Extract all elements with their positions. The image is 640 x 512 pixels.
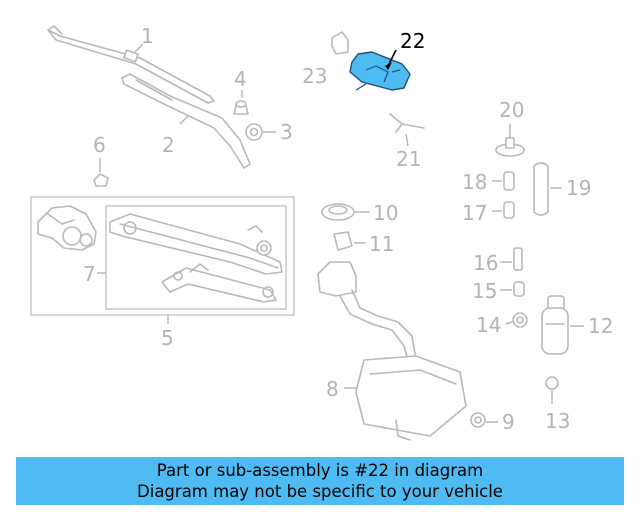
callout-15: 15 xyxy=(472,279,497,303)
part-6-fastener[interactable] xyxy=(93,173,109,187)
wiper-motor[interactable] xyxy=(37,205,97,251)
part-20-grommet[interactable] xyxy=(495,137,525,157)
banner-line-2: Diagram may not be specific to your vehi… xyxy=(137,482,503,501)
info-banner: Part or sub-assembly is #22 in diagram D… xyxy=(16,457,624,505)
callout-13: 13 xyxy=(545,409,570,433)
part-21-hose-connector[interactable] xyxy=(389,113,425,133)
linkage-nut[interactable] xyxy=(256,240,272,256)
callout-10: 10 xyxy=(373,201,398,225)
part-1-wiper-arm[interactable] xyxy=(47,25,215,104)
callout-12: 12 xyxy=(588,314,613,338)
callout-8: 8 xyxy=(326,377,339,401)
callout-22: 22 xyxy=(400,29,425,53)
callout-9: 9 xyxy=(502,410,515,434)
wiper-linkage[interactable] xyxy=(109,213,283,303)
part-17-connector[interactable] xyxy=(503,201,515,219)
callout-16: 16 xyxy=(473,251,498,275)
banner-line-1: Part or sub-assembly is #22 in diagram xyxy=(156,461,484,480)
part-2-wiper-arm[interactable] xyxy=(121,73,251,169)
part-16-nozzle[interactable] xyxy=(513,247,523,271)
callout-5: 5 xyxy=(161,326,174,350)
part-13-grommet[interactable] xyxy=(545,376,559,390)
part-23-clip[interactable] xyxy=(331,31,349,55)
part-12-washer-pump[interactable] xyxy=(541,295,569,355)
callout-14: 14 xyxy=(476,313,501,337)
part-18-connector[interactable] xyxy=(503,171,515,191)
part-9-nut[interactable] xyxy=(470,412,486,428)
callout-6: 6 xyxy=(93,133,106,157)
part-15-seal[interactable] xyxy=(513,281,525,297)
assembly-7-box xyxy=(105,205,287,310)
callout-18: 18 xyxy=(462,170,487,194)
callout-21: 21 xyxy=(396,147,421,171)
callout-4: 4 xyxy=(234,67,247,91)
part-14-grommet[interactable] xyxy=(512,312,528,328)
part-8-washer-reservoir[interactable] xyxy=(317,261,467,441)
part-4-cap[interactable] xyxy=(233,100,249,115)
part-19-tube[interactable] xyxy=(533,162,549,216)
part-22-highlighted[interactable] xyxy=(349,51,411,91)
callout-2: 2 xyxy=(162,133,175,157)
callout-23: 23 xyxy=(302,64,327,88)
assembly-5-box xyxy=(30,196,295,316)
callout-3: 3 xyxy=(280,120,293,144)
callout-1: 1 xyxy=(141,24,154,48)
part-11-filler-neck[interactable] xyxy=(333,231,353,251)
callout-19: 19 xyxy=(566,176,591,200)
callout-11: 11 xyxy=(369,232,394,256)
callout-20: 20 xyxy=(499,98,524,122)
part-3-nut[interactable] xyxy=(245,123,263,141)
callout-17: 17 xyxy=(462,201,487,225)
callout-7: 7 xyxy=(83,262,96,286)
part-10-cap[interactable] xyxy=(321,203,355,221)
